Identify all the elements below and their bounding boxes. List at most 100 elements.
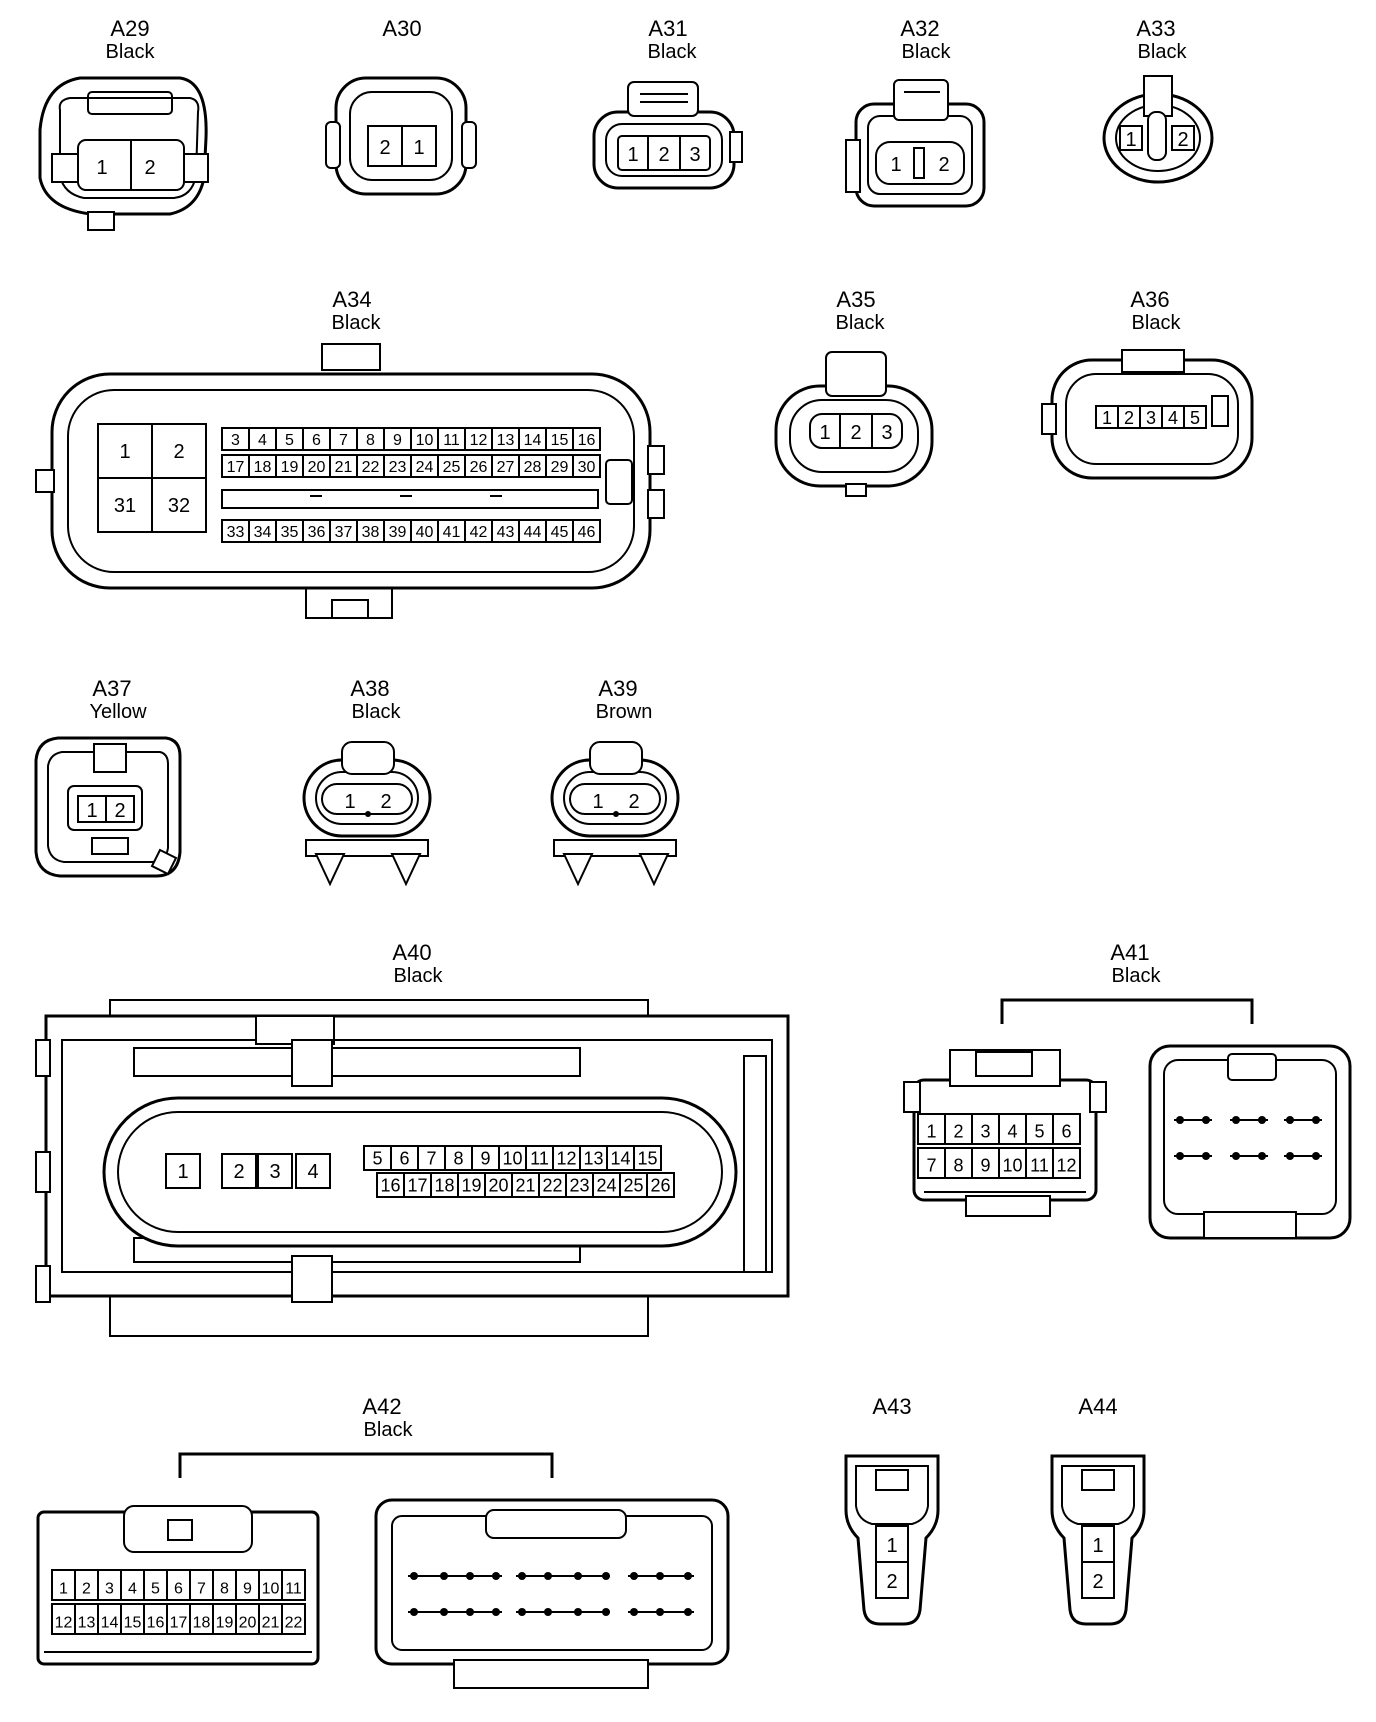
cavity-dot: [544, 1608, 552, 1616]
mating-tab: [453, 1659, 649, 1689]
side-key: [325, 121, 341, 169]
pin-cell: [221, 1153, 257, 1189]
pin-label: 22: [362, 459, 380, 476]
cavity-dot: [440, 1572, 448, 1580]
pin-block: [321, 783, 413, 815]
pin-cell: [971, 1113, 1000, 1145]
mating-cavity-grid: [408, 1572, 694, 1616]
end-rail: [743, 1055, 767, 1273]
pin-label: 1: [177, 1161, 188, 1183]
side-key: [605, 459, 633, 505]
latch: [893, 79, 949, 121]
pin-label: 6: [312, 432, 321, 449]
side-key: [845, 139, 861, 193]
pin-label: 27: [497, 459, 515, 476]
pin-label: 2: [850, 422, 861, 444]
pair-bracket: [1000, 998, 1254, 1024]
pin-label: 5: [1034, 1121, 1044, 1141]
side-key: [903, 1081, 921, 1113]
pin-label: 2: [173, 441, 184, 463]
bottom-tab: [965, 1195, 1051, 1217]
cavity-dot: [518, 1572, 526, 1580]
connector-label: A29: [110, 16, 149, 41]
pin-label: 1: [627, 144, 638, 166]
pin-label: 5: [1190, 408, 1200, 428]
pin-label: 11: [1030, 1155, 1049, 1175]
pin-label: 8: [453, 1149, 463, 1169]
pin-label: 7: [197, 1580, 206, 1597]
cavity-dot: [440, 1608, 448, 1616]
pin-label: 14: [524, 432, 542, 449]
pin-label: 2: [886, 1571, 897, 1593]
pin-cell: [917, 1147, 946, 1179]
cavity-dot: [1176, 1152, 1184, 1160]
pin-label: 10: [1002, 1155, 1022, 1175]
side-key: [461, 121, 477, 169]
connector-label: A32: [900, 16, 939, 41]
pin-label: 21: [515, 1176, 535, 1196]
pin-bar: [221, 489, 599, 509]
connector-a43: A43 1 2: [844, 1394, 940, 1626]
side-key: [647, 445, 665, 475]
pin-label: 6: [399, 1149, 409, 1169]
cavity-dot: [1258, 1116, 1266, 1124]
housing-inner: [789, 399, 919, 473]
pin-block: [1095, 405, 1207, 429]
pin-label: 28: [524, 459, 542, 476]
mating-tab: [1203, 1211, 1297, 1239]
pin-cell: [1119, 125, 1143, 151]
pin-cell: [619, 1172, 648, 1198]
latch: [341, 741, 395, 775]
connector-a39: A39 Brown 1 2: [550, 676, 680, 887]
bottom-latch-key: [331, 599, 369, 619]
pin-cell: [1052, 1113, 1081, 1145]
pin-cell: [281, 1603, 306, 1635]
connector-a37: A37 Yellow 1 2: [34, 676, 182, 878]
connector-a35: A35 Black 1 2 3: [774, 287, 934, 497]
pin-label: 45: [551, 524, 569, 541]
pin-label: 12: [55, 1614, 73, 1631]
pin-label: 8: [220, 1580, 229, 1597]
pin-label: 24: [596, 1176, 616, 1196]
pin-cell: [511, 1172, 540, 1198]
pin-label: 5: [151, 1580, 160, 1597]
connector-label: A43: [872, 1394, 911, 1419]
pin-label: 2: [82, 1580, 91, 1597]
pin-label: 22: [542, 1176, 562, 1196]
latch: [167, 1519, 193, 1541]
pin-label: 1: [819, 422, 830, 444]
pin-cell: [572, 427, 601, 451]
cavity-dot: [410, 1572, 418, 1580]
pin-divider: [913, 147, 925, 179]
latch: [627, 81, 699, 117]
pin-label: 7: [339, 432, 348, 449]
connector-label: A44: [1078, 1394, 1117, 1419]
connector-label: A30: [382, 16, 421, 41]
pin-cell: [444, 1145, 473, 1171]
connector-label: A38: [350, 676, 389, 701]
pin-cell: [633, 1145, 662, 1171]
cavity-dot: [656, 1572, 664, 1580]
pin-label: 9: [980, 1155, 990, 1175]
pin-cell: [998, 1147, 1027, 1179]
housing-inner: [1061, 1465, 1135, 1525]
connector-label: A41: [1110, 940, 1149, 965]
bottom-tab: [87, 211, 115, 231]
pin-label: 12: [1056, 1155, 1076, 1175]
mount-clip: [390, 853, 422, 887]
bottom-tab: [845, 483, 867, 497]
pin-label: 10: [416, 432, 434, 449]
pin-label: 35: [281, 524, 299, 541]
latch: [87, 91, 173, 115]
pin-label: 23: [389, 459, 407, 476]
connector-color: Black: [1138, 41, 1188, 63]
pin-label: 2: [114, 800, 125, 822]
pin-cell: [1052, 1147, 1081, 1179]
housing-inner: [47, 751, 169, 863]
pin-label: 17: [407, 1176, 427, 1196]
pin-label: 4: [1007, 1121, 1017, 1141]
